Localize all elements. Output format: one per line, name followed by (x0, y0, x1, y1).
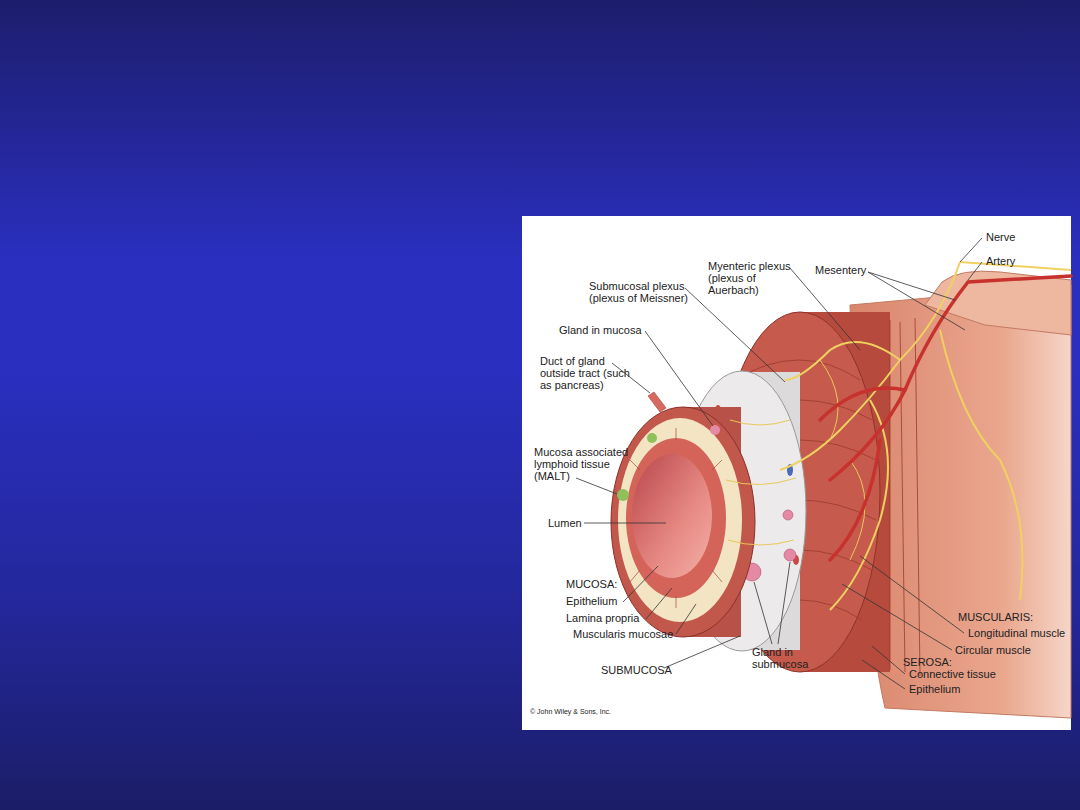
part-label: Submucosal plexus (plexus of Meissner) (589, 280, 701, 304)
part-label: Mesentery (815, 264, 866, 276)
part-label: Nerve (986, 231, 1015, 243)
part-label: Myenteric plexus (plexus of Auerbach) (708, 260, 800, 296)
part-label: Epithelium (909, 683, 960, 695)
part-label: Duct of gland outside tract (such as pan… (540, 355, 640, 391)
copyright-note: © John Wiley & Sons, Inc. (530, 708, 611, 716)
part-label: MUSCULARIS: (958, 611, 1033, 623)
part-label: Artery (986, 255, 1015, 267)
part-label: Longitudinal muscle (968, 627, 1065, 639)
part-label: Mucosa associated lymphoid tissue (MALT) (534, 446, 636, 482)
part-label: Muscularis mucosae (573, 628, 673, 640)
part-label: Lumen (548, 517, 582, 529)
part-label: MUCOSA: (566, 578, 617, 590)
part-label: SEROSA: (903, 656, 952, 668)
part-label: Epithelium (566, 595, 617, 607)
part-label: SUBMUCOSA (601, 664, 672, 676)
part-label: Circular muscle (955, 644, 1031, 656)
part-label: Gland in mucosa (559, 324, 642, 336)
part-label: Lamina propria (566, 612, 639, 624)
part-label: Connective tissue (909, 668, 996, 680)
part-label: Gland in submucosa (752, 646, 816, 670)
